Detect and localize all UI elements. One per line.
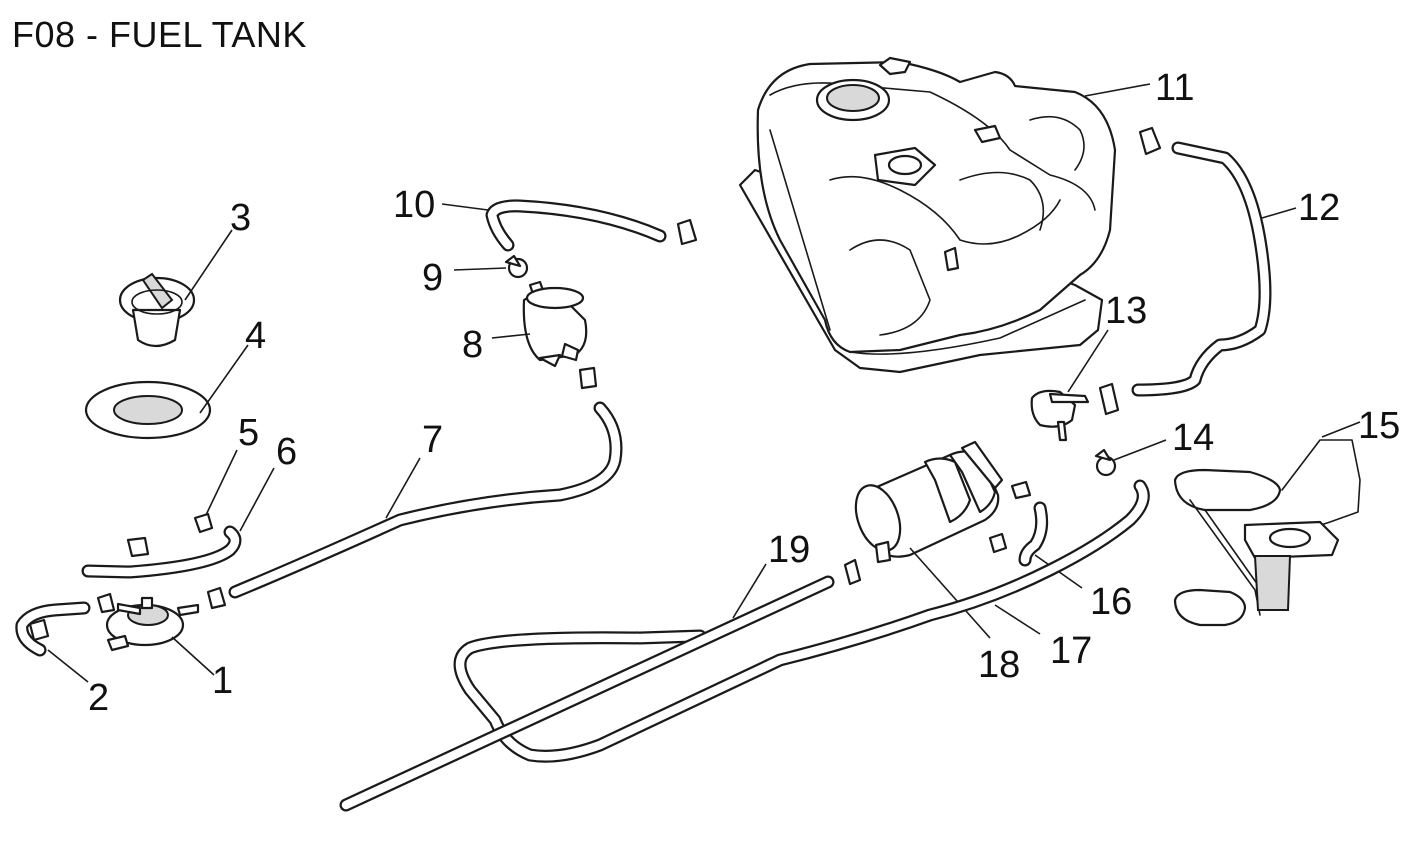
callout-9: 9 bbox=[422, 257, 443, 299]
fuel-valve bbox=[96, 592, 215, 676]
fuel-pump bbox=[843, 440, 1032, 639]
fuel-level-sender bbox=[1173, 421, 1361, 627]
page-title: F08 - FUEL TANK bbox=[12, 14, 307, 55]
fuel-cap bbox=[118, 229, 233, 348]
long-fuel-hose bbox=[453, 479, 1150, 763]
callout-14: 14 bbox=[1172, 417, 1214, 459]
rollover-valve bbox=[1030, 329, 1120, 442]
callout-10: 10 bbox=[393, 184, 435, 226]
callout-15: 15 bbox=[1358, 405, 1400, 447]
callout-1: 1 bbox=[212, 660, 233, 702]
callout-3: 3 bbox=[230, 197, 251, 239]
hose-clamp-14 bbox=[1094, 439, 1167, 477]
fuel-filter bbox=[491, 280, 598, 390]
cap-gasket bbox=[84, 344, 249, 440]
callout-labels: 1 2 3 4 5 6 7 8 9 10 11 12 13 14 15 16 1… bbox=[88, 67, 1400, 719]
fuel-hose-7 bbox=[206, 401, 623, 610]
callout-18: 18 bbox=[978, 644, 1020, 686]
callout-17: 17 bbox=[1050, 630, 1092, 672]
callout-5: 5 bbox=[238, 412, 259, 454]
breather-hose bbox=[1131, 126, 1297, 397]
vacuum-hose bbox=[15, 601, 91, 683]
callout-8: 8 bbox=[462, 324, 483, 366]
hose-19 bbox=[339, 563, 835, 812]
callout-11: 11 bbox=[1155, 67, 1194, 109]
callout-7: 7 bbox=[422, 419, 443, 461]
callout-4: 4 bbox=[245, 315, 266, 357]
hose-10 bbox=[441, 199, 698, 252]
hose-clamp-9 bbox=[453, 254, 529, 279]
callout-12: 12 bbox=[1298, 187, 1340, 229]
hose-clamp-5 bbox=[193, 449, 238, 534]
callout-19: 19 bbox=[768, 529, 810, 571]
callout-2: 2 bbox=[88, 677, 109, 719]
callout-13: 13 bbox=[1105, 290, 1147, 332]
callout-6: 6 bbox=[276, 431, 297, 473]
fuel-tank bbox=[738, 56, 1151, 374]
callout-16: 16 bbox=[1090, 581, 1132, 623]
return-hose-6 bbox=[81, 467, 275, 579]
